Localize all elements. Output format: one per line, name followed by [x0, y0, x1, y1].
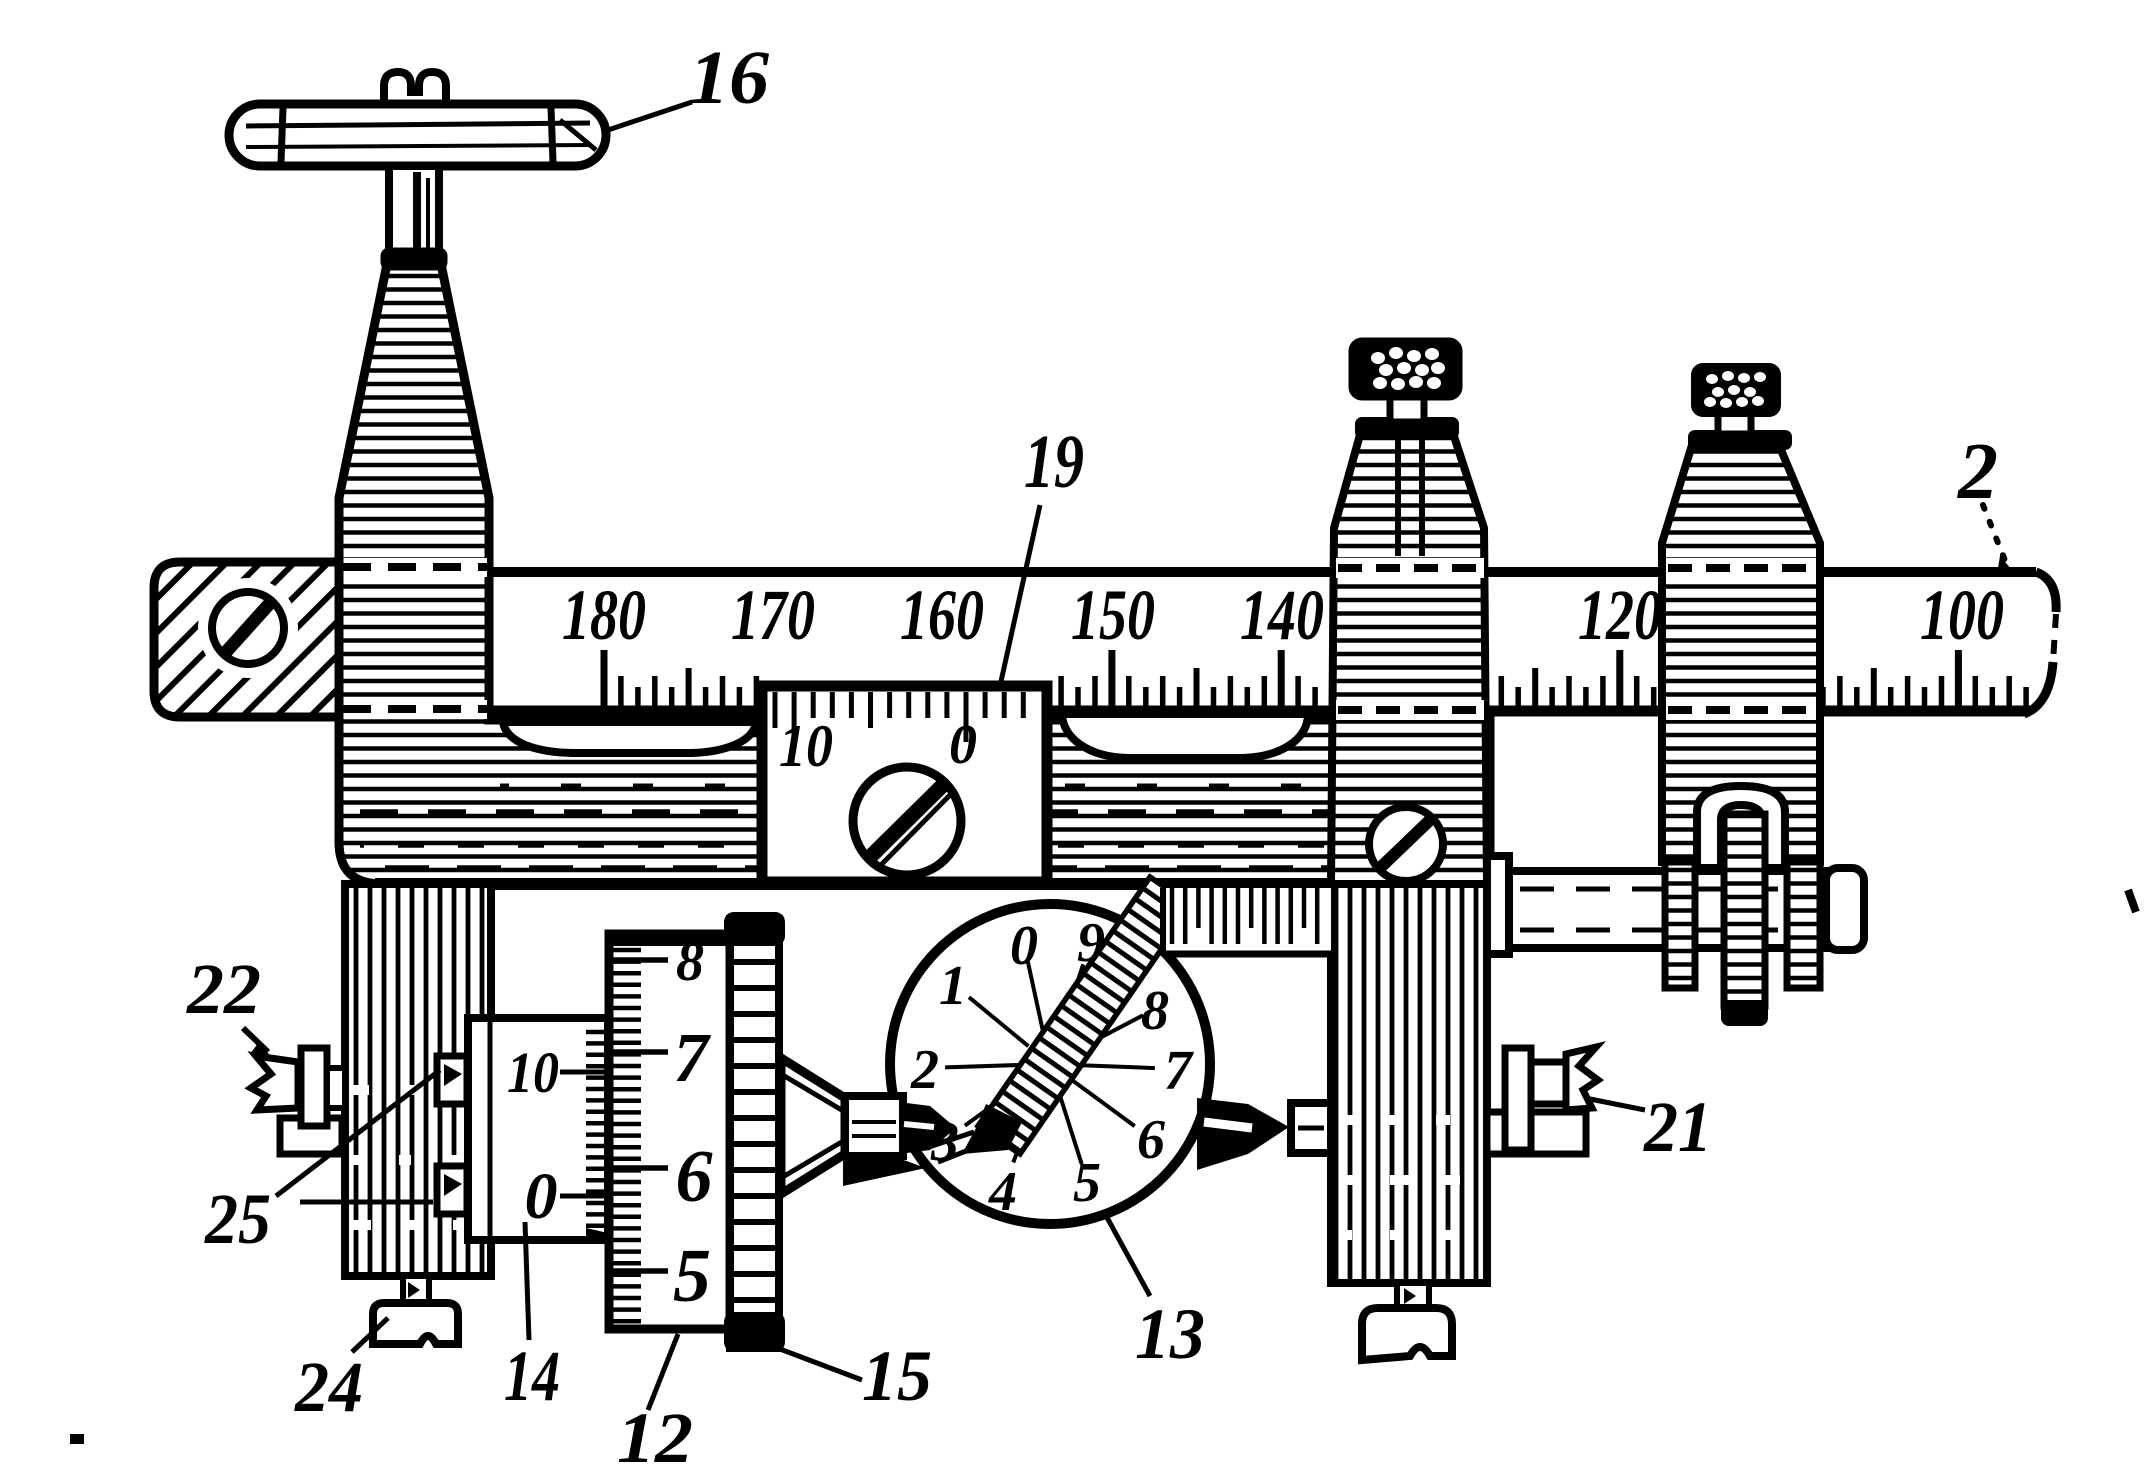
- svg-text:5: 5: [673, 1234, 711, 1318]
- svg-text:7: 7: [674, 1020, 712, 1097]
- svg-text:2: 2: [910, 1039, 939, 1101]
- svg-text:16: 16: [689, 36, 769, 120]
- svg-text:5: 5: [1073, 1152, 1101, 1214]
- svg-text:7: 7: [1164, 1040, 1194, 1102]
- svg-text:8: 8: [676, 931, 704, 993]
- svg-text:2: 2: [1957, 428, 1998, 516]
- svg-text:21: 21: [1643, 1087, 1712, 1167]
- svg-text:13: 13: [1135, 1294, 1205, 1374]
- svg-text:0: 0: [949, 714, 977, 776]
- svg-text:170: 170: [731, 575, 815, 655]
- svg-text:19: 19: [1024, 420, 1084, 504]
- svg-text:22: 22: [186, 949, 261, 1029]
- svg-text:24: 24: [294, 1347, 363, 1427]
- svg-text:14: 14: [504, 1336, 560, 1416]
- svg-text:0: 0: [525, 1160, 558, 1233]
- svg-text:10: 10: [779, 713, 833, 779]
- svg-text:6: 6: [1137, 1109, 1165, 1171]
- svg-text:6: 6: [676, 1136, 713, 1218]
- svg-text:25: 25: [204, 1179, 271, 1259]
- svg-text:12: 12: [617, 1398, 693, 1465]
- svg-text:100: 100: [1920, 575, 2004, 655]
- svg-text:8: 8: [1141, 980, 1169, 1042]
- svg-text:10: 10: [507, 1040, 559, 1105]
- svg-text:1: 1: [939, 955, 967, 1017]
- svg-text:180: 180: [562, 575, 646, 655]
- svg-text:0: 0: [1010, 915, 1038, 977]
- svg-text:4: 4: [988, 1161, 1017, 1223]
- svg-text:15: 15: [862, 1336, 932, 1416]
- svg-text:140: 140: [1240, 575, 1324, 655]
- svg-text:150: 150: [1071, 575, 1155, 655]
- svg-text:160: 160: [900, 575, 984, 655]
- svg-text:120: 120: [1578, 575, 1662, 655]
